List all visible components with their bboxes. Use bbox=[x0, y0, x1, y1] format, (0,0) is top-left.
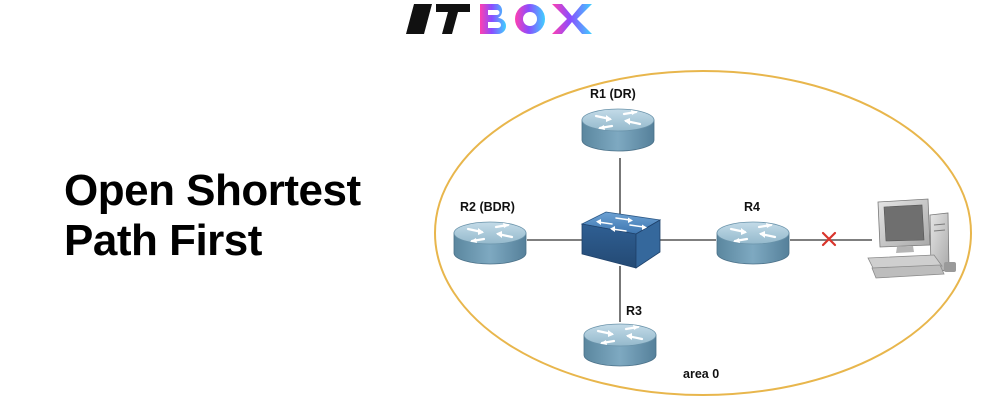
ospf-area-boundary bbox=[434, 70, 972, 396]
page-title: Open Shortest Path First bbox=[64, 166, 361, 266]
area-label: area 0 bbox=[683, 367, 719, 381]
router-r2-icon bbox=[452, 220, 528, 266]
title-line-2: Path First bbox=[64, 216, 262, 265]
router-r3-label: R3 bbox=[626, 304, 642, 318]
router-r4-icon bbox=[715, 220, 791, 266]
router-r3-icon bbox=[582, 322, 658, 368]
switch-icon bbox=[580, 211, 662, 269]
router-r4-label: R4 bbox=[744, 200, 760, 214]
itbox-logo bbox=[406, 4, 592, 34]
router-r1-icon bbox=[580, 107, 656, 153]
link-failure-x-icon bbox=[821, 231, 837, 247]
network-links bbox=[527, 158, 872, 322]
router-r2-label: R2 (BDR) bbox=[460, 200, 515, 214]
router-r1-label: R1 (DR) bbox=[590, 87, 636, 101]
computer-icon bbox=[867, 198, 956, 279]
title-line-1: Open Shortest bbox=[64, 166, 361, 215]
